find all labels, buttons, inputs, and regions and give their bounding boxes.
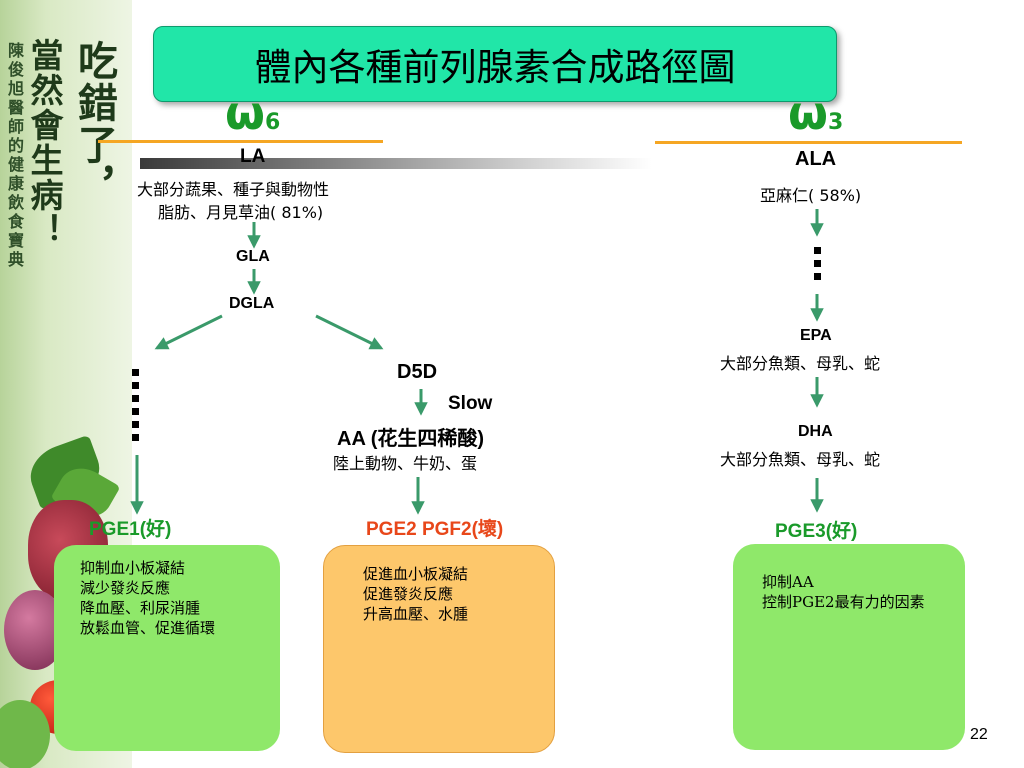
omega3-heading: ω3 <box>788 86 843 140</box>
divider-bar <box>140 158 652 169</box>
omega6-heading: ω6 <box>225 86 280 140</box>
greens-image <box>0 700 50 768</box>
dotted-connectors <box>132 247 821 441</box>
dot <box>814 247 821 254</box>
dot <box>132 421 139 428</box>
dgla-label: DGLA <box>229 295 275 312</box>
dot <box>132 382 139 389</box>
effect-item: 升高血壓、水腫 <box>363 605 469 623</box>
ala-label: ALA <box>795 148 837 170</box>
book-subtitle: 陳俊旭醫師的健康飲食寶典 <box>5 42 24 270</box>
effect-item: 放鬆血管、促進循環 <box>80 619 216 637</box>
omega-subscript: 3 <box>827 110 844 135</box>
dot <box>814 273 821 280</box>
pge1-effects-box <box>54 545 280 751</box>
la-label: LA <box>240 146 266 167</box>
effect-item: 減少發炎反應 <box>80 579 171 597</box>
omega-subscript: 6 <box>264 110 281 135</box>
omega3-underline <box>655 141 962 144</box>
book-title-line-2: 當然會生病！ <box>25 38 64 248</box>
pge1-effects-list: 抑制血小板凝結 減少發炎反應 降血壓、利尿消腫 放鬆血管、促進循環 <box>80 558 215 638</box>
pge1-label: PGE1(好) <box>89 519 172 540</box>
arrow-dgla-left <box>154 314 223 350</box>
dot <box>132 434 139 441</box>
pge2-label: PGE2 PGF2(壞) <box>366 519 504 540</box>
gla-label: GLA <box>236 248 270 265</box>
effect-item: 促進發炎反應 <box>363 585 454 603</box>
ala-source: 亞麻仁( 58%) <box>760 186 862 205</box>
aa-source: 陸上動物、牛奶、蛋 <box>333 454 478 473</box>
dot <box>814 260 821 267</box>
arrow-dgla-right <box>315 314 384 350</box>
title-banner: 體內各種前列腺素合成路徑圖 <box>153 26 837 102</box>
effect-item: 抑制AA <box>762 573 814 591</box>
pge3-label: PGE3(好) <box>775 521 858 542</box>
pge3-effects-box <box>733 544 965 750</box>
effect-item: 控制PGE2最有力的因素 <box>762 593 925 611</box>
epa-label: EPA <box>800 327 832 344</box>
epa-source: 大部分魚類、母乳、蛇 <box>720 354 881 373</box>
omega6-underline <box>98 140 383 143</box>
book-title-line-1: 吃錯了， <box>71 40 118 208</box>
effect-item: 抑制血小板凝結 <box>80 559 186 577</box>
effect-item: 促進血小板凝結 <box>363 565 469 583</box>
page-number: 22 <box>970 726 988 743</box>
slow-label: Slow <box>448 393 493 414</box>
pge3-effects-list: 抑制AA 控制PGE2最有力的因素 <box>762 572 925 612</box>
effect-item: 降血壓、利尿消腫 <box>80 599 201 617</box>
omega-symbol: ω <box>225 86 265 140</box>
aa-label: AA (花生四稀酸) <box>337 428 485 450</box>
dot <box>132 408 139 415</box>
dha-source: 大部分魚類、母乳、蛇 <box>720 450 881 469</box>
la-source-line-1: 大部分蔬果、種子與動物性 <box>137 180 330 199</box>
pge2-effects-list: 促進血小板凝結 促進發炎反應 升高血壓、水腫 <box>363 564 468 624</box>
dha-label: DHA <box>798 423 833 440</box>
d5d-label: D5D <box>397 361 438 383</box>
omega-symbol: ω <box>788 86 828 140</box>
dot <box>132 395 139 402</box>
page-title: 體內各種前列腺素合成路徑圖 <box>254 46 736 89</box>
pge2-effects-box <box>323 545 555 753</box>
dot <box>132 369 139 376</box>
la-source-line-2: 脂肪、月見草油( 81%) <box>158 203 324 222</box>
